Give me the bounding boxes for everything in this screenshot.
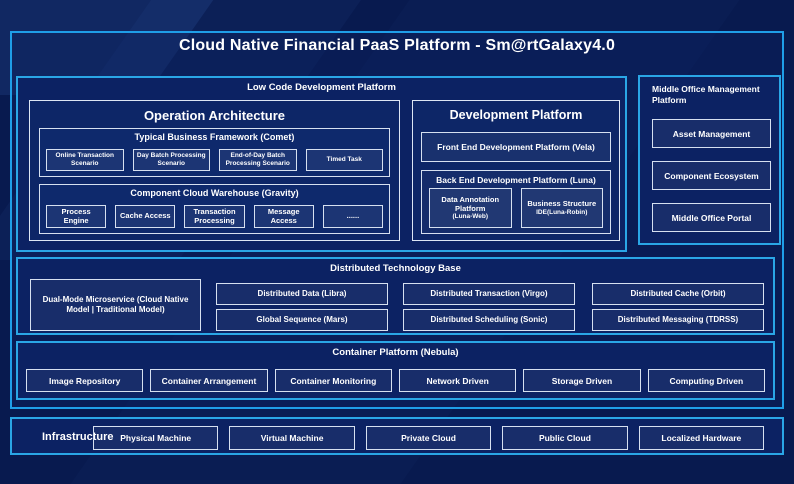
container-platform-section: Container Platform (Nebula) Image Reposi… (16, 341, 775, 400)
item-cache-access: Cache Access (115, 204, 176, 228)
item-dual-mode-microservice: Dual-Mode Microservice (Cloud Native Mod… (30, 279, 201, 331)
back-end-development-platform-label: Back End Development Platform (Luna) (436, 175, 596, 185)
item-asset-management: Asset Management (652, 119, 771, 148)
item-physical-machine: Physical Machine (93, 426, 219, 450)
low-code-section-label: Low Code Development Platform (247, 82, 396, 93)
item-distributed-data: Distributed Data (Libra) (216, 283, 388, 305)
item-distributed-messaging: Distributed Messaging (TDRSS) (592, 309, 764, 331)
item-storage-driven: Storage Driven (523, 369, 641, 392)
middle-office-management-platform-section: Middle Office Management Platform Asset … (638, 75, 781, 245)
item-virtual-machine: Virtual Machine (229, 426, 355, 450)
operation-architecture-title: Operation Architecture (143, 108, 286, 123)
low-code-development-platform-section: Low Code Development Platform Operation … (16, 76, 627, 252)
item-public-cloud: Public Cloud (502, 426, 628, 450)
warehouse-items-row: Process Engine Cache Access Transaction … (46, 204, 384, 228)
item-component-ecosystem: Component Ecosystem (652, 161, 771, 190)
typical-items-row: Online Transaction Scenario Day Batch Pr… (46, 149, 383, 171)
item-distributed-transaction: Distributed Transaction (Virgo) (403, 283, 575, 305)
item-container-arrangement: Container Arrangement (150, 369, 268, 392)
back-end-items-row: Data Annotation Platform (Luna-Web) Busi… (429, 188, 603, 228)
item-image-repository: Image Repository (26, 369, 144, 392)
item-message-access: Message Access (253, 204, 314, 228)
back-end-development-platform-box: Back End Development Platform (Luna) Dat… (421, 170, 611, 234)
distributed-technology-base-section: Distributed Technology Base Dual-Mode Mi… (16, 257, 775, 335)
container-items-row: Image Repository Container Arrangement C… (26, 369, 765, 392)
business-structure-name: Business Structure (527, 199, 597, 209)
item-ellipsis: ...... (322, 204, 384, 228)
operation-architecture-box: Operation Architecture Typical Business … (29, 100, 400, 241)
item-network-driven: Network Driven (398, 369, 517, 392)
development-platform-box: Development Platform Front End Developme… (412, 100, 620, 241)
item-container-monitoring: Container Monitoring (274, 369, 392, 392)
item-end-of-day-batch-processing-scenario: End-of-Day Batch Processing Scenario (219, 149, 297, 171)
item-localized-hardware: Localized Hardware (638, 426, 765, 450)
infrastructure-items-row: Physical Machine Virtual Machine Private… (93, 426, 765, 450)
item-day-batch-processing-scenario: Day Batch Processing Scenario (132, 149, 210, 171)
distributed-section-label: Distributed Technology Base (330, 263, 461, 274)
item-process-engine: Process Engine (46, 204, 107, 228)
data-annotation-platform-code: (Luna-Web) (452, 213, 489, 221)
item-distributed-scheduling: Distributed Scheduling (Sonic) (403, 309, 575, 331)
item-timed-task: Timed Task (305, 149, 383, 171)
page-title: Cloud Native Financial PaaS Platform - S… (178, 37, 616, 54)
middle-office-section-label: Middle Office Management Platform (652, 84, 760, 106)
typical-business-framework-box: Typical Business Framework (Comet) Onlin… (39, 128, 390, 177)
item-data-annotation-platform: Data Annotation Platform (Luna-Web) (429, 188, 512, 228)
typical-business-framework-label: Typical Business Framework (Comet) (134, 132, 295, 142)
item-private-cloud: Private Cloud (365, 426, 492, 450)
item-online-transaction-scenario: Online Transaction Scenario (46, 149, 124, 171)
component-cloud-warehouse-box: Component Cloud Warehouse (Gravity) Proc… (39, 184, 390, 234)
item-middle-office-portal: Middle Office Portal (652, 203, 771, 232)
data-annotation-platform-name: Data Annotation Platform (441, 194, 500, 213)
item-global-sequence: Global Sequence (Mars) (216, 309, 388, 331)
front-end-development-platform-box: Front End Development Platform (Vela) (421, 132, 611, 162)
infrastructure-label: Infrastructure (42, 431, 114, 443)
development-platform-title: Development Platform (449, 108, 583, 122)
item-transaction-processing: Transaction Processing (184, 204, 245, 228)
item-computing-driven: Computing Driven (647, 369, 765, 392)
item-business-structure-ide: Business Structure IDE(Luna-Robin) (520, 188, 603, 228)
item-distributed-cache: Distributed Cache (Orbit) (592, 283, 764, 305)
component-cloud-warehouse-label: Component Cloud Warehouse (Gravity) (130, 188, 299, 198)
business-structure-code: IDE(Luna-Robin) (536, 208, 588, 216)
container-platform-label: Container Platform (Nebula) (332, 347, 459, 358)
infrastructure-section: Infrastructure Physical Machine Virtual … (10, 417, 784, 455)
